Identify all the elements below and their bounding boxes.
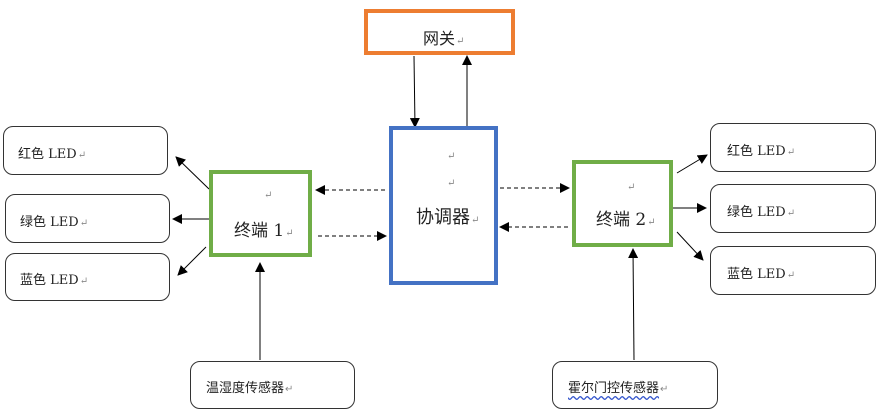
paragraph-mark: ↵: [786, 147, 796, 158]
paragraph-mark: ↵: [447, 178, 456, 189]
paragraph-mark: ↵: [627, 182, 636, 193]
left-blue-led-label: 蓝色 LED: [20, 273, 79, 288]
gateway-label: 网关: [423, 29, 456, 48]
paragraph-mark: ↵: [786, 208, 796, 219]
paragraph-mark: ↵: [471, 215, 480, 226]
paragraph-mark: ↵: [456, 36, 465, 47]
gateway-node: 网关↵: [364, 9, 515, 55]
terminal2-node: ↵ 终端 2↵: [572, 160, 673, 247]
paragraph-mark: ↵: [447, 151, 456, 162]
paragraph-mark: ↵: [660, 384, 669, 395]
arrow-sensor2-to-terminal2: [628, 248, 639, 361]
coordinator-node: ↵ ↵ 协调器↵: [389, 126, 498, 285]
paragraph-mark: ↵: [77, 150, 87, 161]
right-red-led-node: 红色 LED↵: [710, 123, 876, 172]
paragraph-mark: ↵: [79, 276, 89, 287]
paragraph-mark: ↵: [647, 217, 656, 228]
terminal2-label: 终端 2: [596, 210, 647, 230]
right-green-led-node: 绿色 LED↵: [710, 184, 876, 233]
arrow-gateway-to-coordinator: [409, 55, 420, 128]
paragraph-mark: ↵: [264, 190, 273, 201]
left-blue-led-node: 蓝色 LED↵: [5, 253, 170, 301]
right-green-led-label: 绿色 LED: [727, 205, 786, 220]
left-green-led-label: 绿色 LED: [20, 215, 79, 230]
coordinator-label: 协调器: [416, 207, 470, 228]
hall-door-sensor-node: 霍尔门控传感器↵: [552, 361, 718, 409]
arrow-terminal1-to-red-led: [175, 156, 210, 190]
paragraph-mark: ↵: [285, 384, 294, 395]
right-blue-led-label: 蓝色 LED: [727, 267, 786, 282]
sensor2-label: 霍尔门控传感器: [568, 381, 660, 396]
right-red-led-label: 红色 LED: [727, 144, 786, 159]
arrow-terminal2-to-blue-led: [676, 231, 704, 261]
arrow-terminal2-to-red-led: [676, 154, 708, 174]
left-red-led-node: 红色 LED↵: [3, 126, 168, 175]
right-blue-led-node: 蓝色 LED↵: [710, 246, 876, 295]
sensor1-label: 温湿度传感器: [206, 381, 285, 396]
left-red-led-label: 红色 LED: [18, 147, 77, 162]
arrow-terminal1-to-blue-led: [177, 246, 207, 276]
paragraph-mark: ↵: [79, 218, 89, 229]
left-green-led-node: 绿色 LED↵: [5, 194, 170, 243]
paragraph-mark: ↵: [285, 228, 294, 239]
temperature-humidity-sensor-node: 温湿度传感器↵: [190, 361, 355, 409]
terminal1-node: ↵ 终端 1↵: [209, 170, 312, 257]
terminal1-label: 终端 1: [234, 221, 285, 241]
paragraph-mark: ↵: [786, 270, 796, 281]
